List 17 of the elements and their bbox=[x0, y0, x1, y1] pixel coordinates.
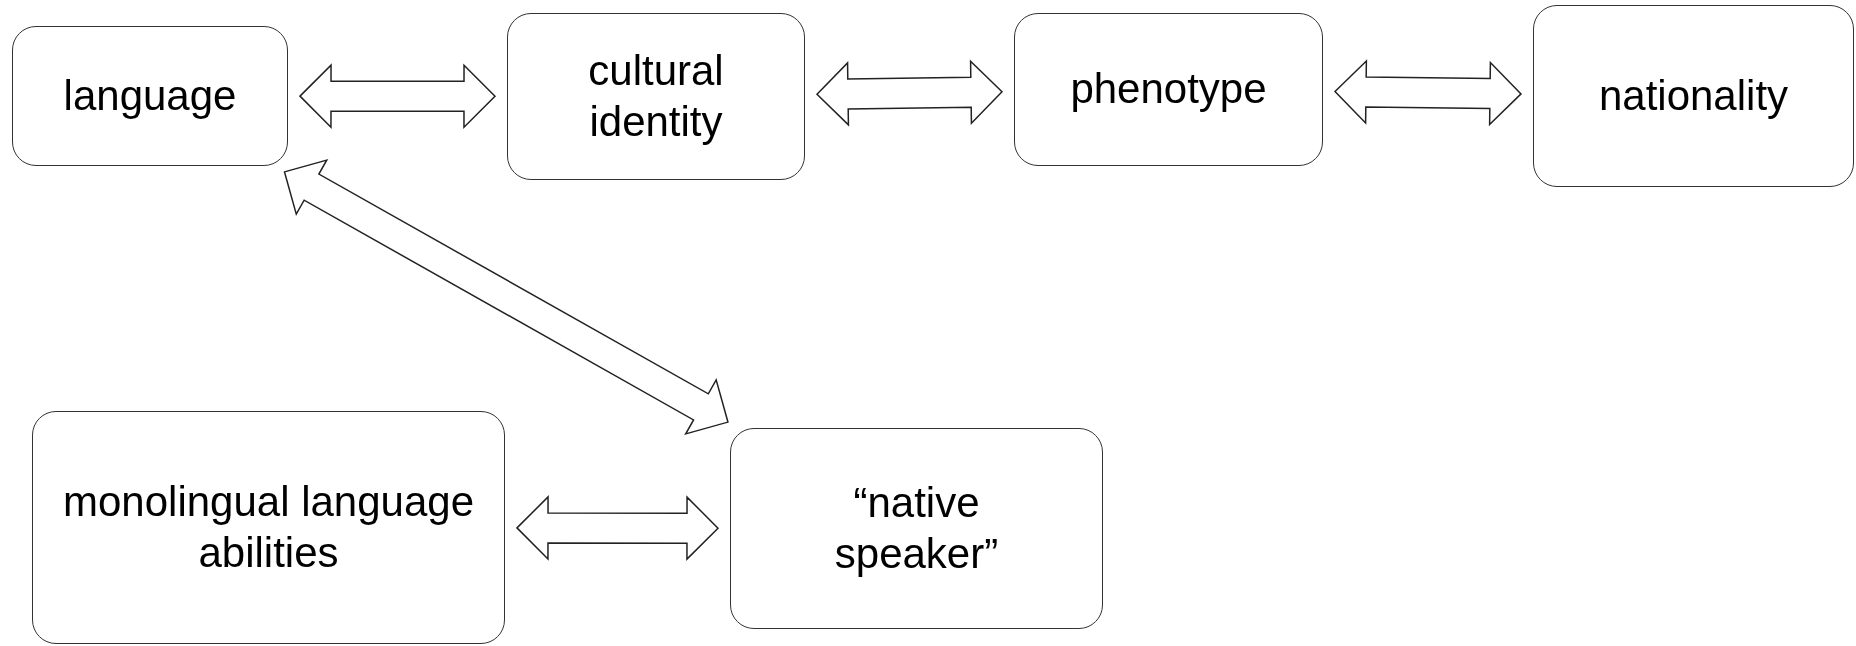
node-label: phenotype bbox=[1070, 64, 1267, 115]
double-arrow bbox=[283, 158, 729, 436]
rounded-box bbox=[12, 26, 288, 166]
node-label: “native speaker” bbox=[833, 478, 1000, 579]
rounded-box bbox=[32, 411, 505, 644]
node-label: cultural identity bbox=[587, 46, 725, 147]
rounded-box bbox=[1533, 5, 1854, 187]
rounded-box bbox=[730, 428, 1103, 629]
node-label: nationality bbox=[1598, 70, 1789, 121]
node-label: monolingual language abilities bbox=[62, 477, 475, 578]
double-arrow bbox=[815, 59, 1004, 127]
rounded-box bbox=[507, 13, 805, 180]
rounded-box bbox=[1014, 13, 1323, 166]
node-label: language bbox=[63, 70, 237, 121]
double-arrow bbox=[298, 63, 497, 130]
double-arrow bbox=[515, 495, 720, 561]
double-arrow bbox=[1333, 59, 1523, 127]
